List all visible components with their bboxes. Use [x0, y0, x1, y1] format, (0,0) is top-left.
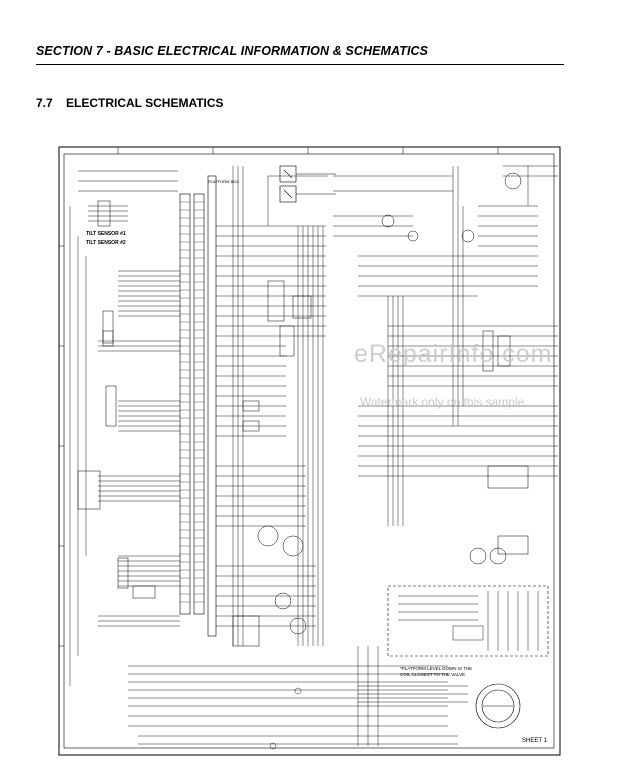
wiring-right	[333, 165, 558, 526]
terminal-strip-left	[179, 175, 217, 637]
connectors-right	[381, 172, 529, 565]
schematic-border	[58, 146, 561, 756]
note-line-2: COIL CLOSEST TO THE VALVE	[400, 672, 466, 677]
subsection-heading: 7.7 ELECTRICAL SCHEMATICS	[36, 96, 224, 110]
section-title: SECTION 7 - BASIC ELECTRICAL INFORMATION…	[36, 44, 429, 58]
note-line-1: *PLATFORM LEVEL DOWN IS THE	[400, 666, 473, 671]
valve-box-wiring	[398, 591, 539, 651]
tilt-sensor-2-label: TILT SENSOR #2	[86, 240, 126, 246]
terminal-pins-left	[180, 201, 204, 603]
subsection-number: 7.7	[36, 96, 53, 110]
wiring-center	[216, 166, 328, 646]
platform-valve-box	[387, 585, 549, 657]
sheet-number: SHEET 1	[522, 738, 547, 744]
wiring-left	[69, 170, 448, 727]
platform-level-note: *PLATFORM LEVEL DOWN IS THE COIL CLOSEST…	[400, 666, 472, 678]
subsection-title: ELECTRICAL SCHEMATICS	[66, 96, 224, 110]
header-divider	[36, 64, 564, 65]
page-header: SECTION 7 - BASIC ELECTRICAL INFORMATION…	[36, 44, 566, 68]
connectors-left	[77, 200, 156, 599]
connectors-center	[232, 280, 312, 647]
schematic-inner-border	[63, 153, 555, 749]
platform-box-label: PLATFORM BOX	[208, 179, 240, 184]
watermark-text: eRepairInfo.com	[354, 340, 553, 368]
motor-symbol	[475, 683, 521, 729]
platform-lights	[279, 165, 336, 203]
wiring-bottom	[138, 646, 468, 750]
watermark-subtext: Watermark only on this sample	[360, 395, 525, 409]
zone-ticks	[59, 147, 499, 647]
tilt-sensor-1-label: TILT SENSOR #1	[86, 231, 126, 237]
electrical-schematic	[58, 146, 561, 756]
